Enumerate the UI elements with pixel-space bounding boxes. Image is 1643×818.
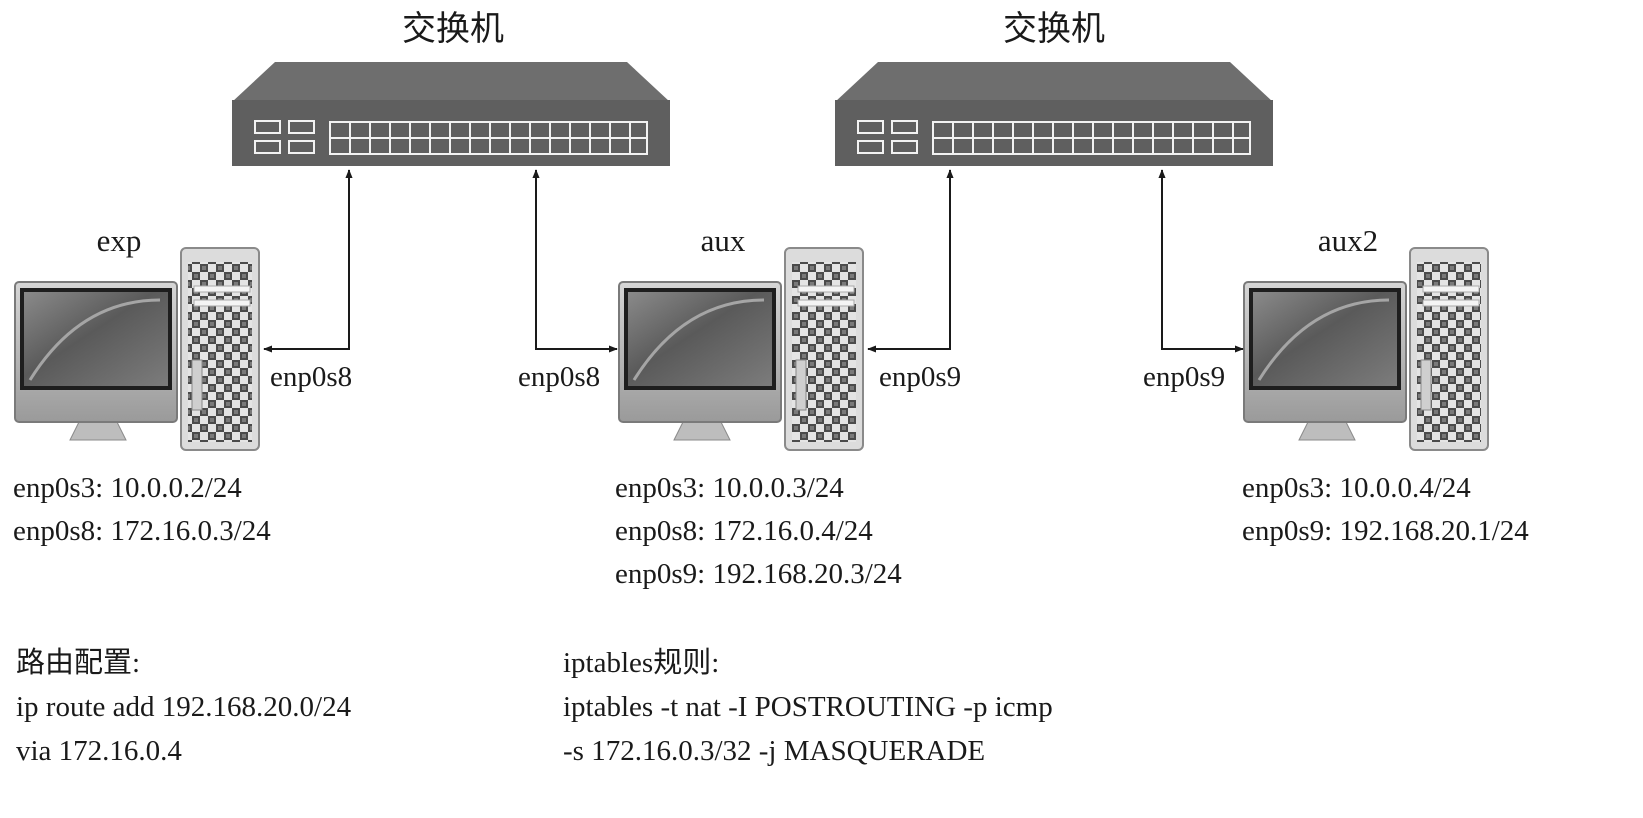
switch-1-ports [254, 120, 648, 155]
aux-address-line: enp0s9: 192.168.20.3/24 [615, 558, 902, 590]
host-aux-name: aux [701, 223, 746, 258]
aux-addresses: enp0s3: 10.0.0.3/24 enp0s8: 172.16.0.4/2… [615, 472, 902, 590]
route-config-title: 路由配置: [16, 646, 140, 679]
computer-exp: exp [14, 223, 260, 451]
aux2-addresses: enp0s3: 10.0.0.4/24 enp0s9: 192.168.20.1… [1242, 472, 1529, 547]
aux2-address-line: enp0s3: 10.0.0.4/24 [1242, 472, 1471, 504]
route-config: 路由配置: ip route add 192.168.20.0/24 via 1… [16, 646, 352, 767]
aux2-address-line: enp0s9: 192.168.20.1/24 [1242, 515, 1529, 547]
link-exp-interface: enp0s8 [270, 361, 352, 393]
link-aux2-interface: enp0s9 [1143, 361, 1225, 393]
link-aux-switch1 [532, 169, 618, 353]
link-aux2-switch2 [1158, 169, 1244, 353]
switch-1-top [232, 62, 670, 102]
iptables-rule-line: iptables -t nat -I POSTROUTING -p icmp [563, 691, 1053, 723]
exp-address-line: enp0s3: 10.0.0.2/24 [13, 472, 242, 504]
links [263, 169, 1244, 353]
host-aux2-name: aux2 [1318, 223, 1378, 258]
route-config-line: ip route add 192.168.20.0/24 [16, 691, 352, 723]
switch-2-top [835, 62, 1273, 102]
route-config-line: via 172.16.0.4 [16, 735, 182, 767]
exp-addresses: enp0s3: 10.0.0.2/24 enp0s8: 172.16.0.3/2… [13, 472, 271, 547]
switch-2-label: 交换机 [1003, 10, 1105, 48]
iptables-rules: iptables规则: iptables -t nat -I POSTROUTI… [563, 646, 1053, 767]
switch-1-label: 交换机 [402, 10, 504, 48]
iptables-rules-title: iptables规则: [563, 646, 719, 679]
computer-aux: aux [618, 223, 864, 451]
switch-2-ports [857, 120, 1251, 155]
computer-aux2: aux2 [1243, 223, 1489, 451]
switch-1: 交换机 [232, 10, 670, 166]
host-exp-name: exp [97, 223, 142, 258]
link-aux-switch2 [867, 169, 954, 353]
switch-2: 交换机 [835, 10, 1273, 166]
aux-address-line: enp0s3: 10.0.0.3/24 [615, 472, 844, 504]
link-aux-s8-interface: enp0s8 [518, 361, 600, 393]
link-exp-switch1 [263, 169, 353, 353]
exp-address-line: enp0s8: 172.16.0.3/24 [13, 515, 271, 547]
link-aux-s9-interface: enp0s9 [879, 361, 961, 393]
aux-address-line: enp0s8: 172.16.0.4/24 [615, 515, 873, 547]
iptables-rule-line: -s 172.16.0.3/32 -j MASQUERADE [563, 735, 985, 767]
